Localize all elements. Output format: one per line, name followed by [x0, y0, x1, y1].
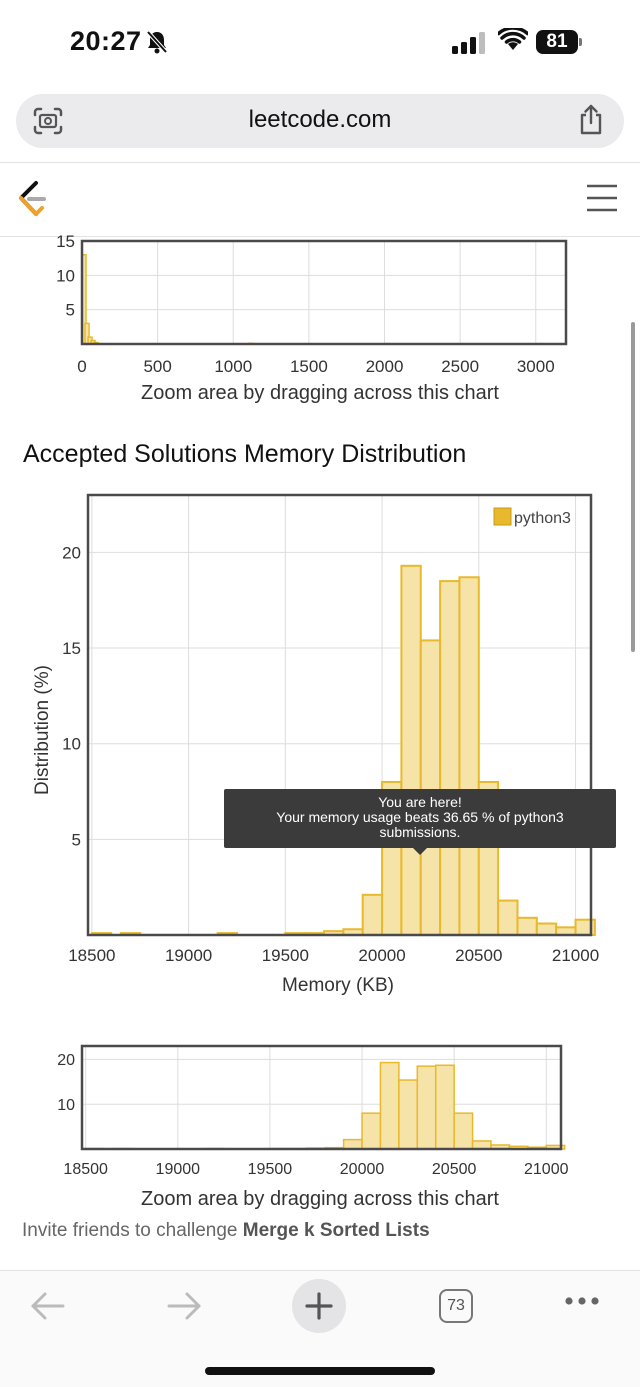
memory-zoom-chart-svg[interactable]: 18500 19000 19500 20000 20500 21000 10 20 [0, 1040, 640, 1185]
chart-frame [80, 1044, 563, 1151]
x-tick-label: 21000 [552, 946, 599, 965]
chart-frame [86, 493, 593, 937]
x-tick-label: 20500 [455, 946, 502, 965]
y-axis-title: Distribution (%) [32, 665, 53, 795]
y-tick-label: 15 [62, 639, 81, 658]
x-tick-label: 2000 [366, 357, 404, 376]
histogram-bar [416, 1065, 437, 1150]
histogram-bar [439, 580, 461, 937]
invite-prefix: Invite friends to challenge [22, 1220, 243, 1241]
tooltip-line-1: You are here! [378, 794, 462, 810]
y-tick-label: 10 [62, 735, 81, 754]
status-time: 20:27 [70, 26, 142, 56]
x-tick-label: 18500 [63, 1161, 108, 1178]
y-tick-label: 10 [57, 1097, 75, 1114]
histogram-bar [342, 1138, 363, 1150]
x-tick-label: 19500 [262, 946, 309, 965]
histogram-bar [361, 893, 384, 936]
x-tick-label: 3000 [517, 357, 555, 376]
section-title: Accepted Solutions Memory Distribution [23, 440, 467, 468]
status-bar: 20:27 81 [0, 0, 640, 88]
y-tick-label: 15 [56, 232, 75, 251]
scrollbar-thumb[interactable] [631, 322, 635, 652]
tooltip-line-2: Your memory usage beats 36.65 % of pytho… [276, 809, 564, 825]
header-divider [0, 236, 640, 237]
x-tick-label: 1500 [290, 357, 328, 376]
y-tick-label: 20 [62, 543, 81, 562]
y-tick-label: 10 [56, 266, 75, 285]
y-tick-label: 20 [57, 1052, 75, 1069]
invite-problem-link[interactable]: Merge k Sorted Lists [242, 1220, 430, 1241]
x-tick-label: 19500 [248, 1161, 293, 1178]
tooltip-pointer [412, 847, 428, 855]
histogram-bar [458, 576, 480, 937]
leetcode-logo[interactable] [16, 180, 48, 218]
histogram-bar [535, 922, 558, 936]
x-tick-label: 20000 [358, 946, 405, 965]
battery-tip [579, 38, 582, 46]
legend-swatch [493, 507, 512, 526]
browser-bottom-bar: 73 [0, 1270, 640, 1387]
x-tick-label: 18500 [68, 946, 115, 965]
histogram-bar [400, 564, 422, 936]
histogram-bar [379, 1061, 400, 1150]
cellular-signal-icon [452, 32, 485, 54]
tab-count-button[interactable]: 73 [439, 1289, 473, 1323]
new-tab-button[interactable] [292, 1279, 346, 1333]
zoom-hint-top: Zoom area by dragging across this chart [141, 382, 499, 404]
histogram-bar [398, 1079, 419, 1150]
y-tick-label: 5 [66, 301, 75, 320]
bell-muted-icon [146, 30, 168, 54]
x-tick-label: 1000 [214, 357, 252, 376]
histogram-bar [434, 1064, 455, 1150]
invite-text: Invite friends to challenge Merge k Sort… [22, 1220, 430, 1242]
histogram-bar [516, 916, 538, 937]
tooltip-line-3: submissions. [379, 824, 461, 840]
share-icon[interactable] [578, 104, 604, 136]
x-tick-label: 21000 [524, 1161, 569, 1178]
y-tick-label: 5 [72, 830, 81, 849]
legend-label: python3 [514, 510, 571, 527]
histogram-bar [453, 1112, 474, 1150]
histogram-bar [419, 639, 442, 937]
x-tick-label: 19000 [165, 946, 212, 965]
x-tick-label: 20000 [340, 1161, 385, 1178]
histogram-bar [497, 899, 519, 936]
toolbar-divider [0, 162, 640, 163]
chart-frame [80, 239, 568, 346]
back-arrow-icon[interactable] [30, 1291, 66, 1321]
x-tick-label: 500 [143, 357, 171, 376]
plus-icon [305, 1292, 333, 1320]
x-tick-label: 0 [77, 357, 86, 376]
zoom-hint-bottom: Zoom area by dragging across this chart [141, 1188, 499, 1210]
x-tick-label: 20500 [432, 1161, 477, 1178]
more-options-icon[interactable] [564, 1295, 600, 1307]
address-bar[interactable]: leetcode.com [16, 94, 624, 148]
histogram-bar [361, 1112, 382, 1150]
wifi-icon [498, 28, 528, 50]
hamburger-menu-icon[interactable] [586, 184, 618, 212]
x-tick-label: 19000 [156, 1161, 201, 1178]
url-text[interactable]: leetcode.com [248, 106, 392, 133]
runtime-zoom-chart[interactable]: 0 500 1000 1500 2000 2500 3000 5 10 15 [0, 232, 640, 376]
forward-arrow-icon[interactable] [166, 1291, 202, 1321]
x-axis-title: Memory (KB) [282, 975, 394, 996]
runtime-zoom-chart-svg[interactable]: 0 500 1000 1500 2000 2500 3000 5 10 15 [0, 232, 640, 376]
memory-distribution-chart-svg[interactable]: 18500 19000 19500 20000 20500 21000 5 10 15 20Mem… [0, 480, 640, 1000]
memory-zoom-chart[interactable]: 18500 19000 19500 20000 20500 21000 10 20 [0, 1040, 640, 1185]
x-tick-label: 2500 [441, 357, 479, 376]
camera-scan-icon[interactable] [32, 106, 64, 136]
home-indicator [205, 1367, 435, 1375]
you-are-here-tooltip: You are here! Your memory usage beats 36… [224, 789, 616, 848]
battery-level: 81 [536, 30, 578, 54]
battery-indicator: 81 [536, 30, 582, 54]
